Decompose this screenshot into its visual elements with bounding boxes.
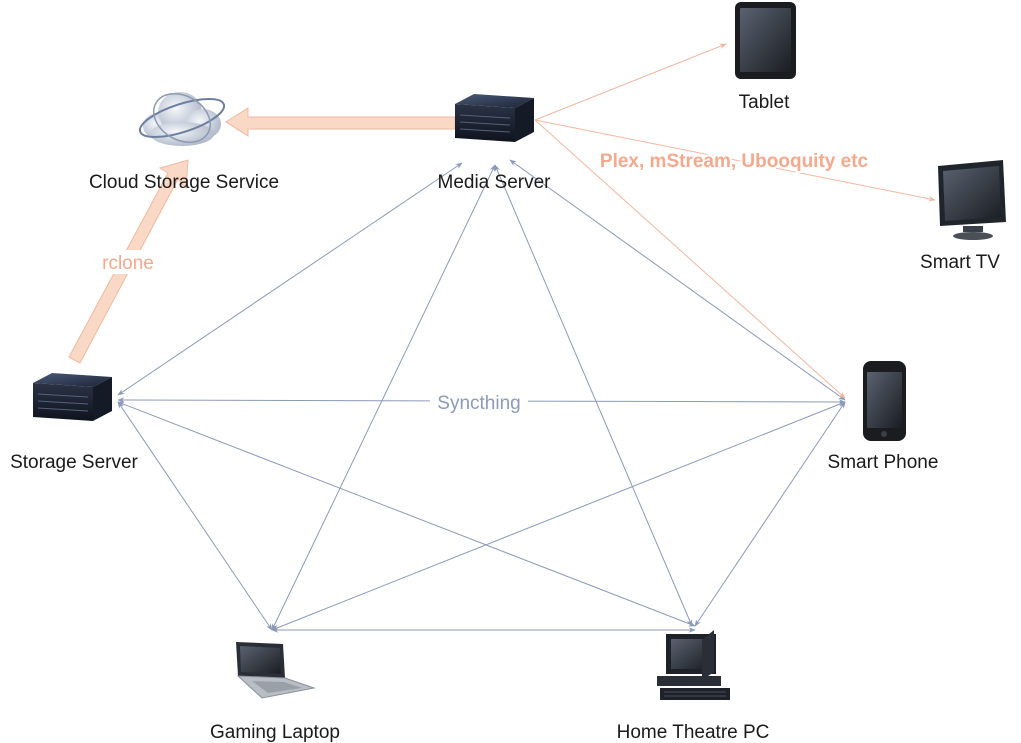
tablet-icon	[735, 2, 796, 79]
link-media-phone	[509, 159, 846, 401]
smart-phone-node: Smart Phone	[828, 361, 939, 473]
link-media-phone-stream	[534, 119, 846, 399]
cloud-storage-icon	[138, 92, 226, 146]
monitor-icon	[938, 160, 1006, 240]
gaming-laptop-node: Gaming Laptop	[210, 642, 340, 743]
cloud-storage-node: Cloud Storage Service	[89, 92, 279, 193]
media-server-node: Media Server	[438, 94, 552, 193]
server-icon	[33, 373, 112, 421]
laptop-icon	[236, 642, 316, 699]
smart-phone-label: Smart Phone	[828, 452, 939, 473]
storage-server-label: Storage Server	[10, 452, 138, 473]
sync-links	[117, 159, 846, 633]
smart-tv-node: Smart TV	[920, 160, 1006, 273]
link-laptop-phone	[271, 401, 846, 631]
rclone-label: rclone	[102, 253, 154, 274]
streaming-label: Plex, mStream, Ubooquity etc	[600, 151, 869, 172]
media-to-cloud-arrow	[225, 107, 456, 137]
link-media-tv	[534, 119, 936, 202]
cloud-storage-label: Cloud Storage Service	[89, 172, 279, 193]
smart-tv-label: Smart TV	[920, 252, 1000, 273]
tablet-label: Tablet	[739, 92, 790, 113]
rclone-label-bg	[97, 250, 159, 274]
media-server-label: Media Server	[438, 172, 552, 193]
home-theatre-pc-label: Home Theatre PC	[617, 722, 770, 743]
link-media-tablet	[534, 43, 727, 121]
syncthing-label-bg	[430, 389, 528, 413]
syncthing-label: Syncthing	[437, 393, 520, 414]
home-theatre-pc-node: Home Theatre PC	[617, 630, 770, 743]
link-htpc-phone	[694, 401, 846, 627]
link-storage-media	[117, 162, 463, 396]
stream-links	[534, 43, 936, 399]
tablet-node: Tablet	[735, 2, 796, 113]
smartphone-icon	[863, 361, 906, 441]
link-storage-htpc	[117, 401, 696, 627]
link-storage-laptop	[117, 401, 273, 631]
server-icon	[455, 94, 534, 142]
desktop-pc-icon	[657, 630, 730, 700]
storage-server-node: Storage Server	[10, 373, 139, 473]
gaming-laptop-label: Gaming Laptop	[210, 722, 340, 743]
